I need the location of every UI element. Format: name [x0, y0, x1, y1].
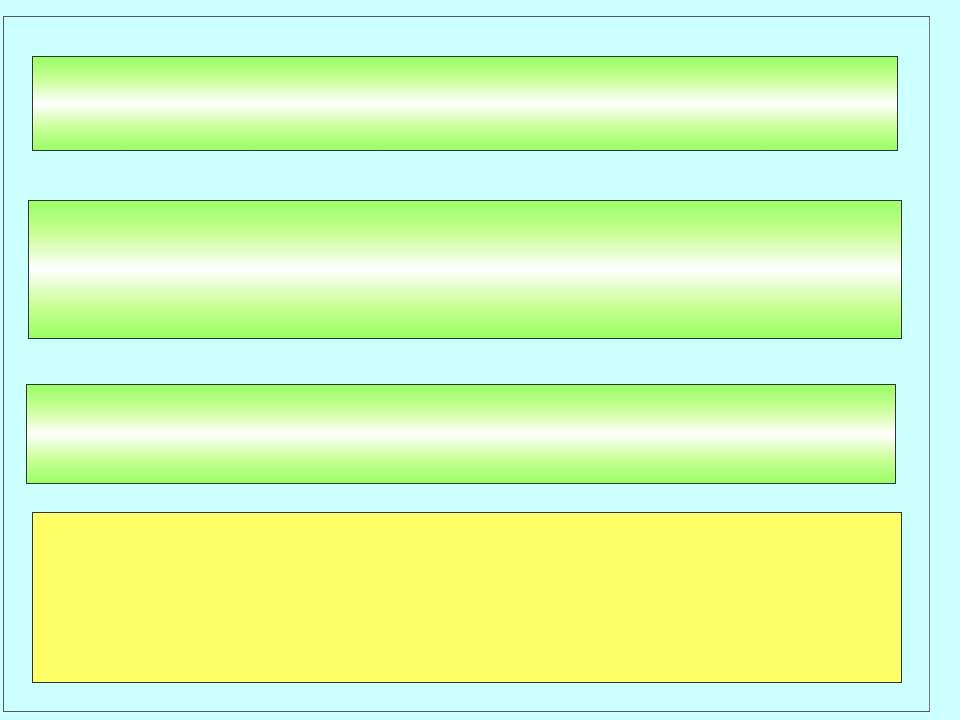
- yellow-panel: [32, 512, 902, 683]
- panel-4-text: [33, 513, 901, 529]
- slide-frame: [3, 16, 930, 712]
- green-gradient-panel-2: [28, 200, 902, 339]
- panel-3-text: [27, 385, 895, 401]
- green-gradient-panel-3: [26, 384, 896, 484]
- panel-2-text: [29, 201, 901, 217]
- green-gradient-panel-1: [32, 56, 898, 151]
- panel-1-text: [33, 57, 897, 73]
